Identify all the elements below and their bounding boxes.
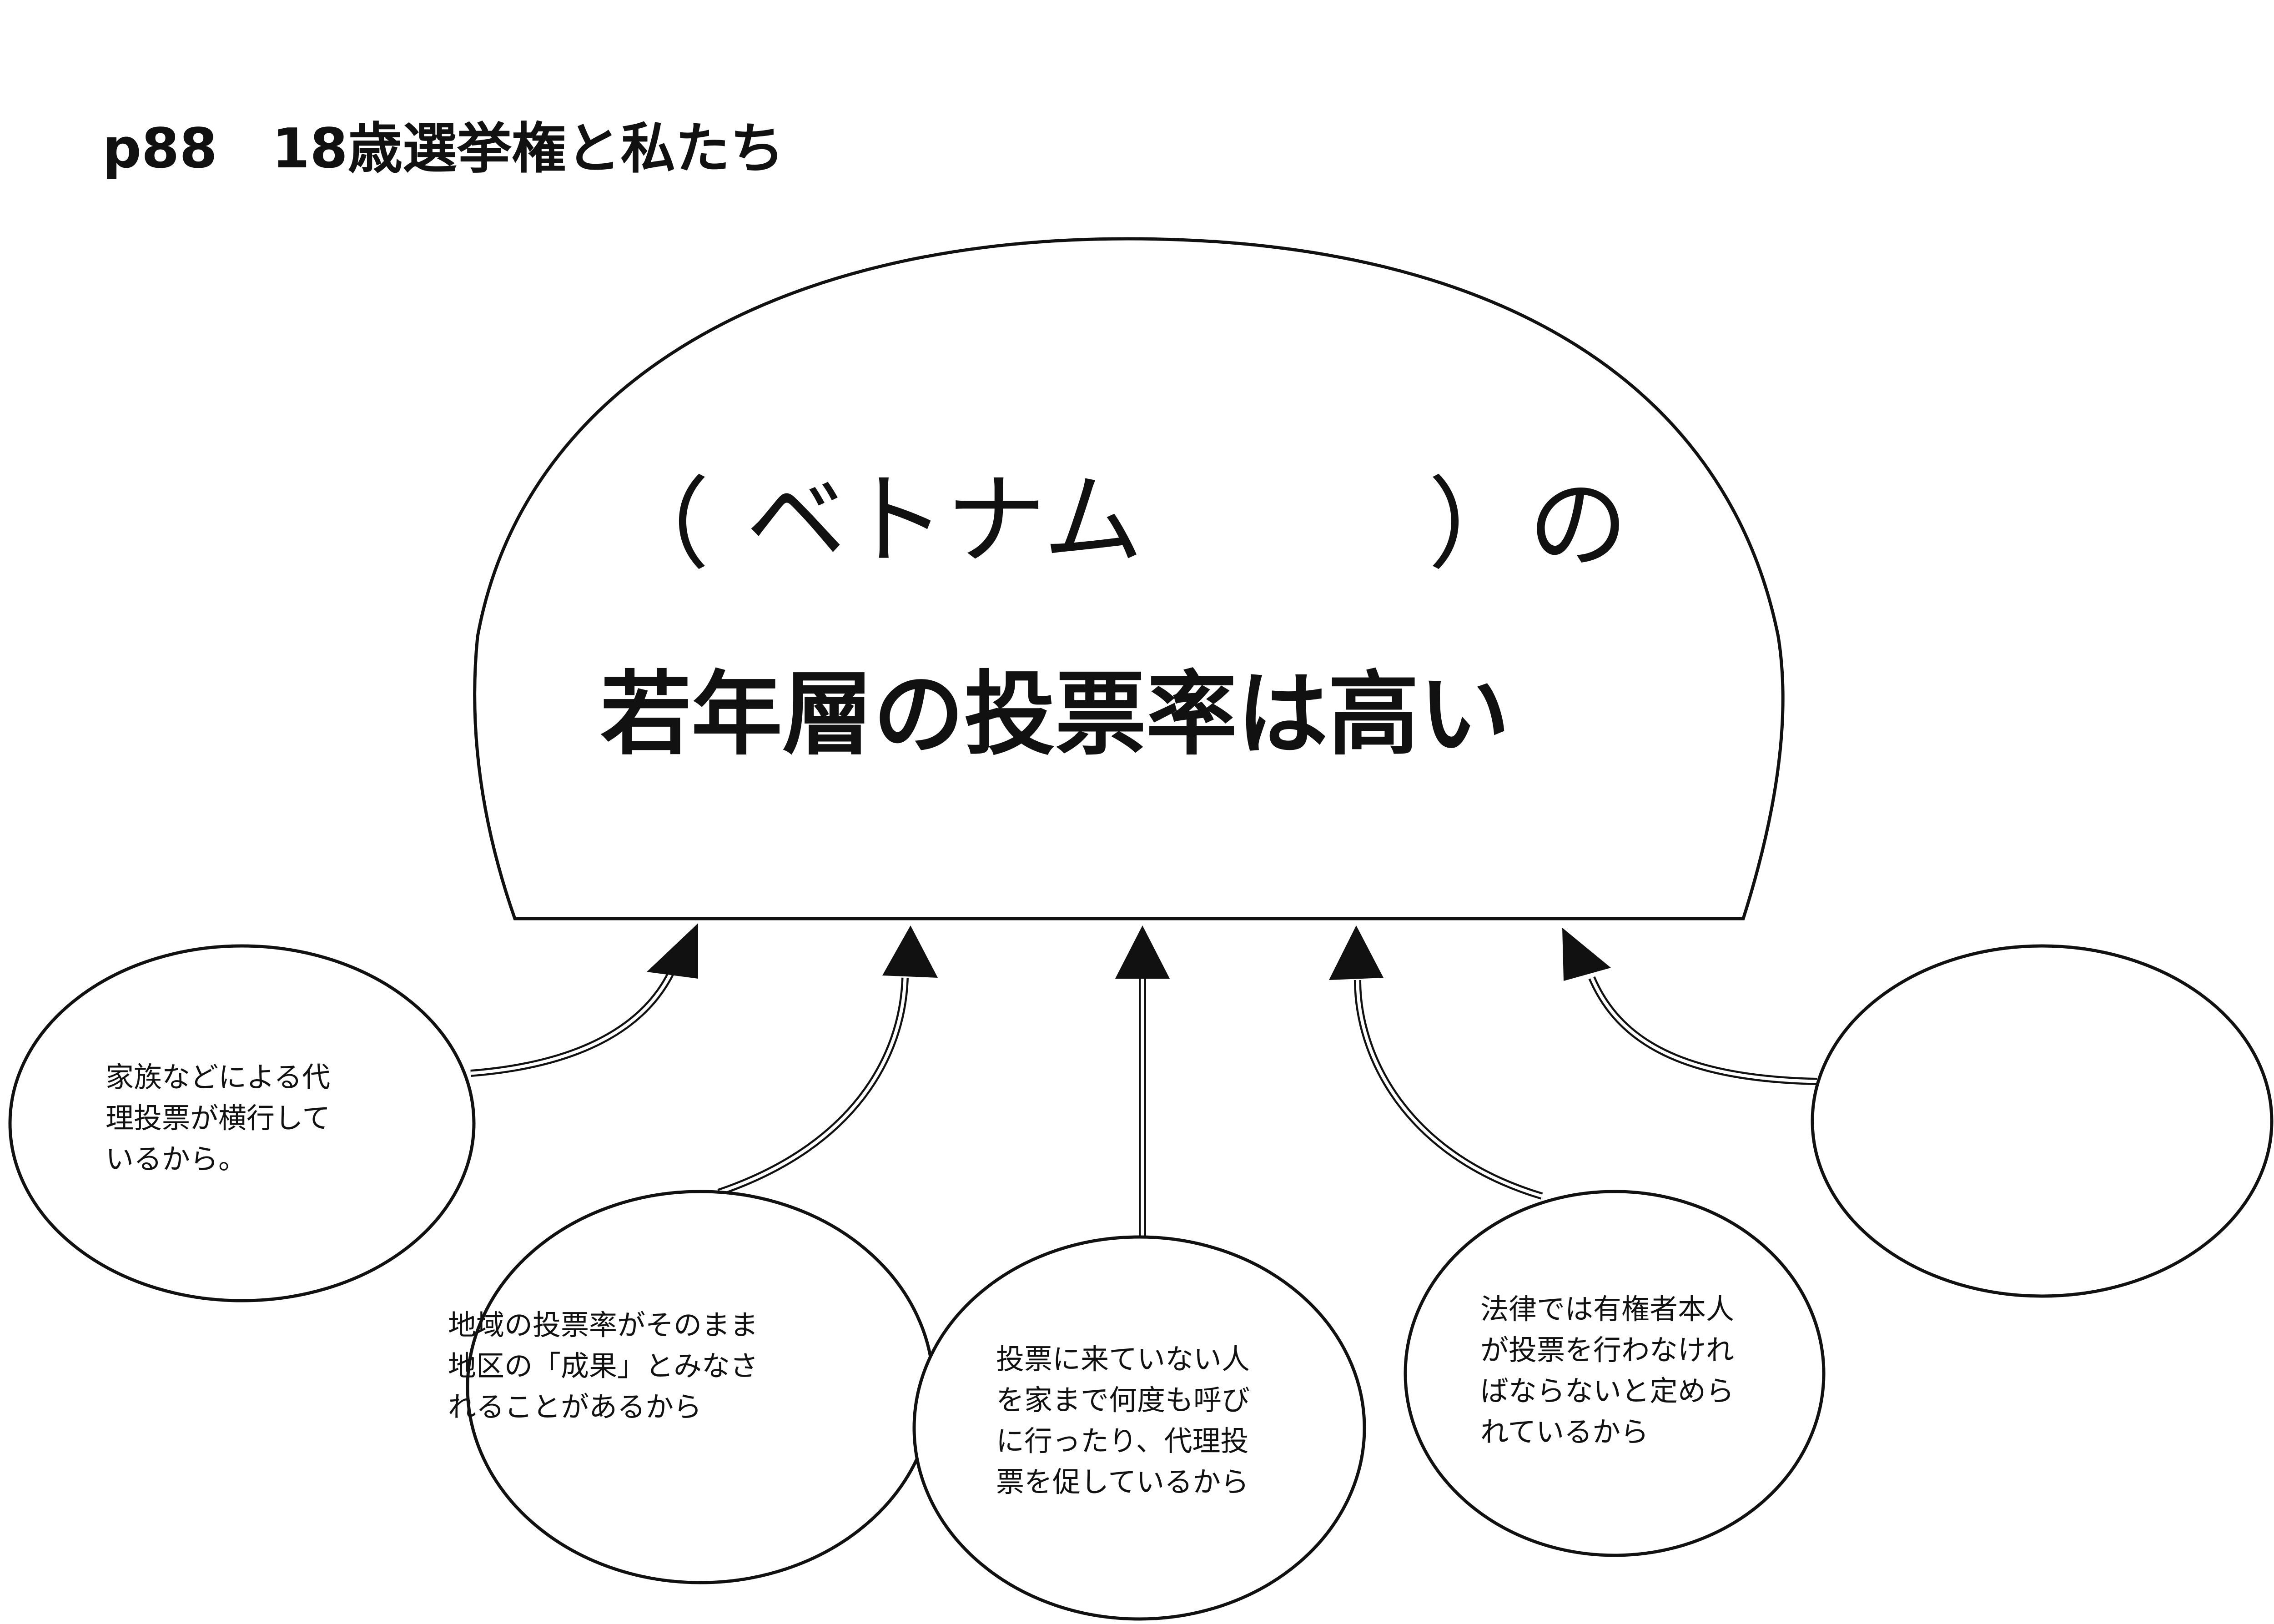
reason-ellipse-1 <box>8 944 476 1302</box>
reason-2-line-3: れることがあるから <box>448 1390 702 1423</box>
reason-text-4: 法律では有権者本人 が投票を行わなけれ ばならないと定めら れているから <box>1480 1292 1734 1448</box>
reason-1-line-2: 理投票が横行して <box>106 1101 330 1135</box>
reason-2-line-1: 地域の投票率がそのまま <box>448 1308 758 1342</box>
reason-4-line-4: れているから <box>1480 1415 1649 1448</box>
reason-ellipse-4 <box>1404 1190 1826 1557</box>
reason-text-3: 投票に来ていない人 を家まで何度も呼び に行ったり、代理投 票を促しているから <box>996 1342 1250 1498</box>
connector-4 <box>1329 925 1543 1200</box>
reason-text-2: 地域の投票率がそのまま 地区の「成果」とみなさ れることがあるから <box>448 1308 758 1423</box>
arrow-head-5 <box>1562 928 1611 981</box>
reason-4-line-3: ばならないと定めら <box>1480 1374 1734 1408</box>
main-dome <box>473 237 1785 920</box>
page-title: p88 18歳選挙権と私たち <box>102 117 785 181</box>
reason-3-line-2: を家まで何度も呼び <box>996 1383 1250 1417</box>
reason-3-line-3: に行ったり、代理投 <box>996 1424 1249 1458</box>
connector-1 <box>470 923 698 1077</box>
main-statement: 若年層の投票率は高い <box>600 662 1510 768</box>
arrow-head-4 <box>1329 925 1384 980</box>
reason-ellipse-2 <box>466 1190 935 1584</box>
arrow-head-2 <box>882 925 938 978</box>
reason-1-line-1: 家族などによる代 <box>106 1061 330 1094</box>
reason-4-line-1: 法律では有権者本人 <box>1480 1292 1734 1326</box>
connector-2 <box>717 925 938 1196</box>
answer-text: ベトナム <box>746 462 1143 578</box>
reason-2-line-2: 地区の「成果」とみなさ <box>448 1349 758 1383</box>
connector-3 <box>1115 925 1170 1238</box>
reason-3-line-1: 投票に来ていない人 <box>996 1342 1250 1376</box>
reason-ellipse-5 <box>1811 944 2274 1298</box>
connector-5 <box>1562 928 1817 1085</box>
reason-text-1: 家族などによる代 理投票が横行して いるから。 <box>106 1061 330 1176</box>
reason-ellipse-3 <box>912 1235 1366 1621</box>
arrow-head-1 <box>647 923 698 979</box>
arrow-head-3 <box>1115 925 1170 979</box>
reason-4-line-2: が投票を行わなけれ <box>1480 1333 1734 1367</box>
close-paren: ）の <box>1428 467 1628 583</box>
open-paren: （ <box>609 467 709 583</box>
reason-1-line-3: いるから。 <box>106 1142 247 1176</box>
reason-3-line-4: 票を促しているから <box>996 1465 1249 1498</box>
